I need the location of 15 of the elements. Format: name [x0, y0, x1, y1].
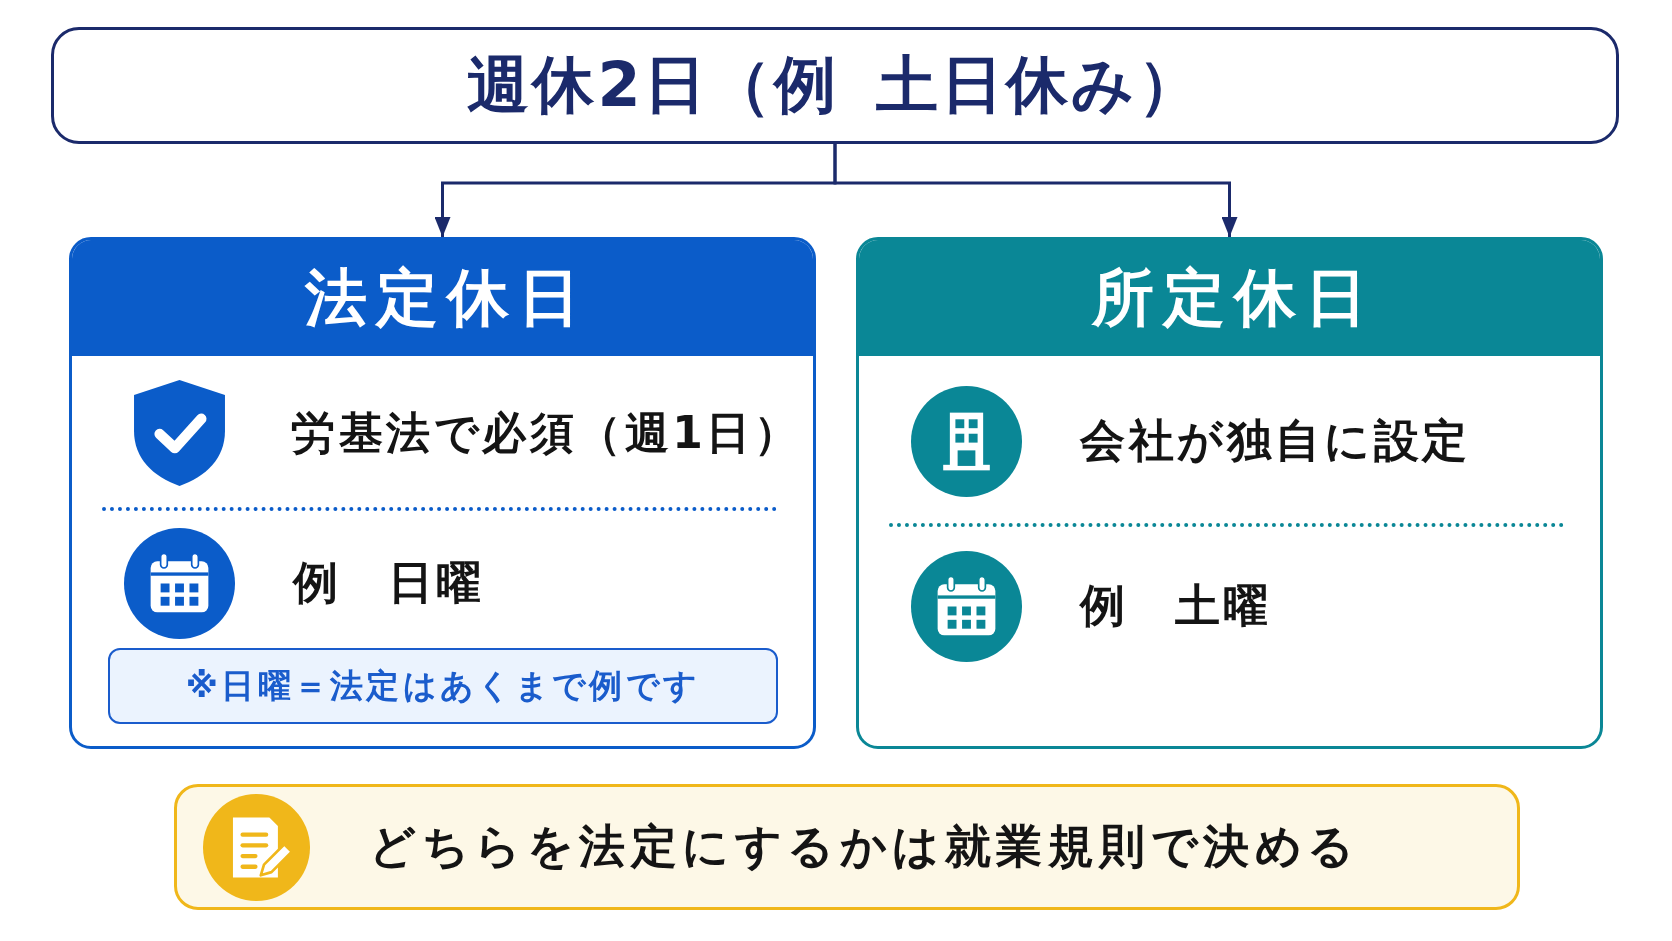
note-box — [108, 648, 778, 724]
conclusion-text: どちらを法定にするかは就業規則で決める — [369, 819, 1360, 875]
note-text: ※日曜＝法定はあくまで例です — [185, 666, 701, 706]
category-panel — [856, 237, 1603, 749]
category-panel — [69, 237, 816, 749]
item-text: 労基法で必須（週1日） — [291, 406, 802, 460]
item-text: 例 土曜 — [1080, 579, 1273, 633]
panel-heading: 所定休日 — [1092, 260, 1376, 336]
title-box — [51, 27, 1619, 144]
title-text: 週休2日（例 土日休み） — [467, 48, 1203, 123]
item-text: 会社が独自に設定 — [1080, 414, 1471, 468]
conclusion-box — [174, 784, 1520, 910]
panel-heading: 法定休日 — [305, 260, 589, 336]
connector-arrow — [833, 144, 1238, 237]
item-text: 例 日曜 — [293, 556, 486, 610]
